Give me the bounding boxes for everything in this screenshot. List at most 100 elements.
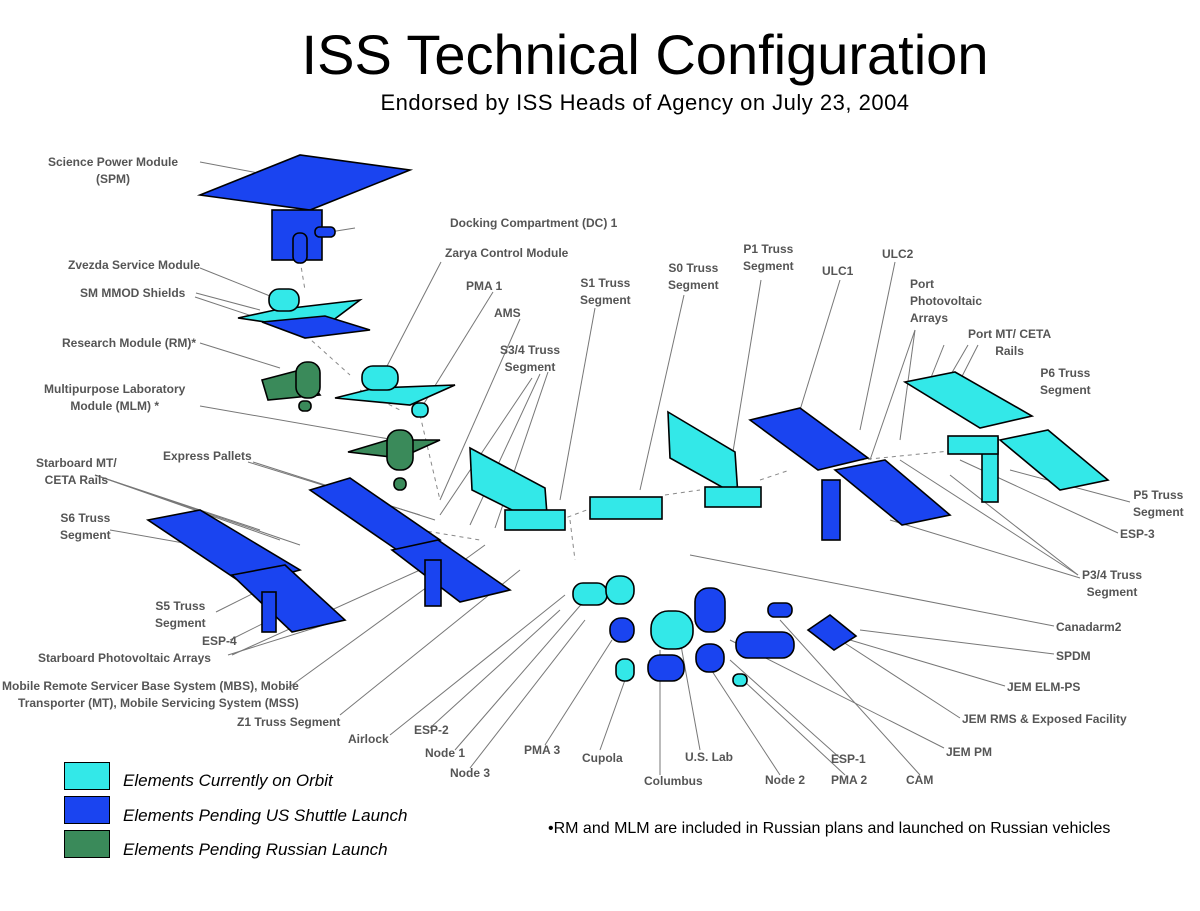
us-lab-part [650,610,694,650]
leader-line [199,342,281,369]
leader-line [729,659,841,759]
leader-line [949,474,1079,576]
label-pma1: PMA 1 [466,279,503,293]
label-port-mt-ceta: Port MT/ CETA Rails [968,327,1052,358]
node2-part [695,643,725,673]
label-pma2: PMA 2 [831,773,868,787]
label-esp4: ESP-4 [202,634,237,648]
label-node3: Node 3 [450,766,491,780]
leader-line [195,292,261,311]
leader-line [689,554,1055,627]
columbus-part [694,587,726,633]
label-zarya: Zarya Control Module [445,246,569,260]
legend-swatch-pending-us [64,796,110,824]
node1-part [605,575,635,605]
zarya-body-part [361,365,399,391]
leader-line [429,609,561,729]
label-docking-compartment: Docking Compartment (DC) 1 [450,216,618,230]
legend-swatch-on-orbit [64,762,110,790]
label-p6-truss: P6 Truss Segment [1040,366,1091,397]
p1-truss-part [704,486,762,508]
leader-line [199,267,271,297]
label-us-lab: U.S. Lab [685,750,734,764]
mmod-shields-part [261,315,371,339]
label-s5-truss: S5 Truss Segment [155,599,206,630]
s5-mast-part [261,591,277,633]
label-jem-rms: JEM RMS & Exposed Facility [962,712,1127,726]
label-airlock: Airlock [348,732,389,746]
dc1-part [314,226,336,238]
label-jem-elm-ps: JEM ELM-PS [1007,680,1081,694]
label-z1-truss: Z1 Truss Segment [237,715,341,729]
label-jem-pm: JEM PM [946,745,993,759]
spm-solar-array-part [196,154,414,211]
label-science-power-module: Science Power Module (SPM) [48,155,179,186]
leader-line [454,599,586,751]
label-esp1: ESP-1 [831,752,866,766]
s0-truss-part [589,496,663,520]
label-node2: Node 2 [765,773,806,787]
zvezda-body-part [268,288,300,312]
label-cupola: Cupola [582,751,623,765]
label-p1-truss: P1 Truss Segment [743,242,794,273]
node3-part [609,617,635,643]
label-port-pv-arrays: Port Photovoltaic Arrays [910,277,983,325]
leader-line [859,261,896,431]
leader-line [849,639,1006,687]
leader-line [709,667,781,776]
label-express-pallets: Express Pallets [163,449,252,463]
pma1-part [411,402,429,418]
label-canadarm2: Canadarm2 [1056,620,1122,634]
s34-array-b-part [390,539,512,603]
label-starboard-pv-arrays: Starboard Photovoltaic Arrays [38,651,211,665]
leader-line [544,639,613,746]
legend-label-on-orbit: Elements Currently on Orbit [123,771,333,790]
label-sm-mmod-shields: SM MMOD Shields [80,286,186,300]
mlm-node-part [393,477,407,491]
label-p34-truss: P3/4 Truss Segment [1082,568,1143,599]
pma3-part [615,658,635,682]
leader-line [199,405,396,441]
jem-rms-part [806,614,858,651]
s1-truss-part [504,509,566,531]
page-subtitle: Endorsed by ISS Heads of Agency on July … [380,90,910,115]
label-cam: CAM [906,773,934,787]
jem-pm-part [647,654,685,682]
leader-line [729,279,762,471]
leader-line [744,681,846,776]
label-ams: AMS [494,306,521,320]
label-esp3: ESP-3 [1120,527,1155,541]
label-node1: Node 1 [425,746,466,760]
p34-array-a-part [748,407,870,471]
leader-line [949,344,969,377]
leader-line [384,261,442,371]
label-mbs-mt-mss: Mobile Remote Servicer Base System (MBS)… [2,679,299,710]
label-zvezda: Zvezda Service Module [68,258,201,272]
label-ulc1: ULC1 [822,264,854,278]
pma2-part [732,673,748,687]
mlm-body-part [386,429,414,471]
footnote: •RM and MLM are included in Russian plan… [548,820,1111,837]
jem-elm-part [735,631,795,659]
connection-dashes [299,259,961,561]
research-module-node-part [298,400,312,412]
label-ulc2: ULC2 [882,247,914,261]
leader-line [469,619,586,769]
legend-swatch-pending-russian [64,830,110,858]
leader-line [559,307,596,501]
leader-line [779,619,921,776]
leader-line [599,679,626,751]
zarya-arrays-part [334,384,456,406]
label-columbus: Columbus [644,774,703,788]
label-research-module: Research Module (RM)* [62,336,197,350]
label-s1-truss: S1 Truss Segment [580,276,631,307]
legend-label-pending-us: Elements Pending US Shuttle Launch [123,806,408,825]
legend-label-pending-russian: Elements Pending Russian Launch [123,840,388,859]
airlock-part [572,582,608,606]
station-parts [145,154,1110,687]
label-mlm: Multipurpose Laboratory Module (MLM) * [44,382,186,413]
leader-line [679,639,701,751]
leader-line [799,279,841,411]
page-title: ISS Technical Configuration [301,23,989,86]
label-s34-truss: S3/4 Truss Segment [500,343,561,374]
